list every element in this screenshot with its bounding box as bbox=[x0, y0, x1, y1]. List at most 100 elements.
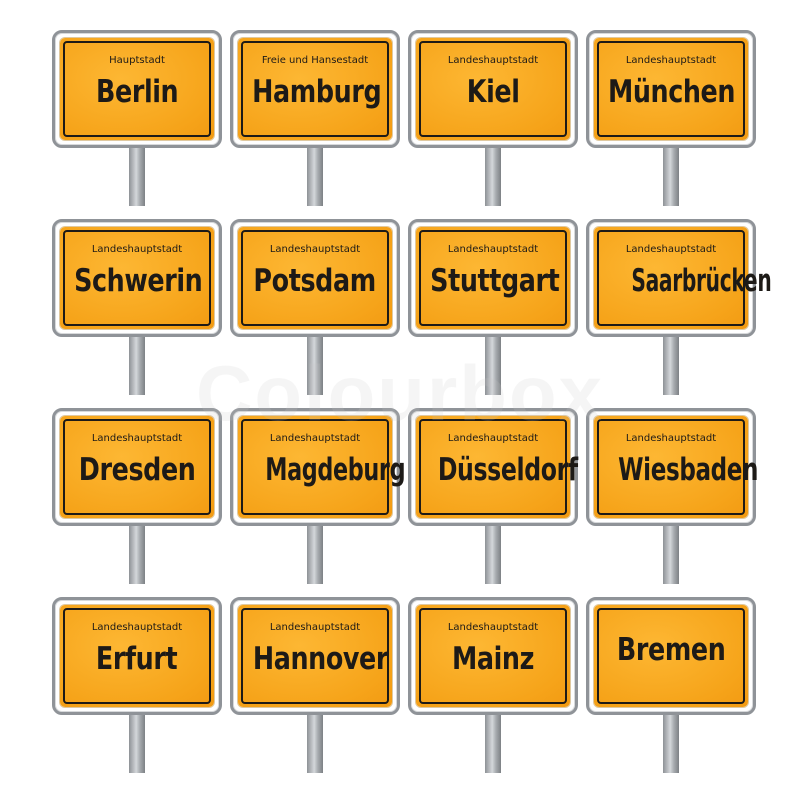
city-sign: Landeshauptstadt Schwerin bbox=[52, 219, 222, 409]
city-name-text: Berlin bbox=[95, 74, 179, 110]
sign-pole bbox=[663, 709, 679, 773]
city-name-text: Schwerin bbox=[74, 263, 203, 299]
city-name-text: Wiesbaden bbox=[618, 452, 759, 488]
city-sign: Landeshauptstadt Mainz bbox=[408, 597, 578, 787]
sign-frame: Landeshauptstadt Saarbrücken bbox=[586, 219, 772, 337]
sign-frame: Landeshauptstadt Schwerin bbox=[52, 219, 222, 337]
city-name-text: Hamburg bbox=[252, 74, 382, 110]
sign-border bbox=[419, 419, 567, 515]
sign-border bbox=[597, 608, 745, 704]
city-name-text: Magdeburg bbox=[265, 452, 406, 488]
sign-frame: Landeshauptstadt Hannover bbox=[230, 597, 400, 715]
sign-plate: Landeshauptstadt München bbox=[594, 38, 748, 140]
sign-frame: Landeshauptstadt Magdeburg bbox=[230, 408, 406, 526]
sign-city-name: Dresden bbox=[60, 452, 214, 488]
sign-subtitle: Landeshauptstadt bbox=[269, 622, 361, 633]
sign-frame: Landeshauptstadt Kiel bbox=[408, 30, 578, 148]
city-sign: Landeshauptstadt Saarbrücken bbox=[586, 219, 772, 409]
sign-pole bbox=[129, 331, 145, 395]
sign-city-name: Schwerin bbox=[60, 263, 214, 299]
sign-border bbox=[419, 608, 567, 704]
city-sign: Landeshauptstadt Kiel bbox=[408, 30, 578, 220]
city-name-text: Saarbrücken bbox=[631, 263, 772, 299]
sign-frame: Landeshauptstadt Wiesbaden bbox=[586, 408, 758, 526]
sign-plate: Bremen bbox=[594, 605, 748, 707]
sign-plate: Landeshauptstadt Schwerin bbox=[60, 227, 214, 329]
sign-plate: Landeshauptstadt Hannover bbox=[238, 605, 392, 707]
sign-pole bbox=[307, 709, 323, 773]
sign-border bbox=[419, 41, 567, 137]
sign-frame: Hauptstadt Berlin bbox=[52, 30, 222, 148]
city-sign: Landeshauptstadt Erfurt bbox=[52, 597, 222, 787]
sign-city-name: Magdeburg bbox=[238, 452, 405, 488]
sign-city-name: Düsseldorf bbox=[416, 452, 578, 488]
sign-city-name: Hannover bbox=[238, 641, 392, 677]
sign-frame: Bremen bbox=[586, 597, 756, 715]
city-sign: Landeshauptstadt Düsseldorf bbox=[408, 408, 578, 598]
sign-city-name: Mainz bbox=[416, 641, 570, 677]
sign-subtitle: Hauptstadt bbox=[109, 55, 165, 66]
sign-plate: Landeshauptstadt Mainz bbox=[416, 605, 570, 707]
sign-plate: Freie und Hansestadt Hamburg bbox=[238, 38, 392, 140]
sign-plate: Landeshauptstadt Saarbrücken bbox=[594, 227, 772, 329]
sign-pole bbox=[485, 709, 501, 773]
sign-frame: Landeshauptstadt Düsseldorf bbox=[408, 408, 578, 526]
sign-subtitle: Landeshauptstadt bbox=[91, 244, 183, 255]
sign-subtitle: Freie und Hansestadt bbox=[261, 55, 369, 66]
sign-subtitle: Landeshauptstadt bbox=[625, 244, 717, 255]
sign-plate: Landeshauptstadt Erfurt bbox=[60, 605, 214, 707]
sign-plate: Landeshauptstadt Wiesbaden bbox=[594, 416, 758, 518]
sign-pole bbox=[307, 520, 323, 584]
city-sign: Hauptstadt Berlin bbox=[52, 30, 222, 220]
sign-plate: Landeshauptstadt Düsseldorf bbox=[416, 416, 578, 518]
sign-frame: Landeshauptstadt Erfurt bbox=[52, 597, 222, 715]
sign-frame: Landeshauptstadt Mainz bbox=[408, 597, 578, 715]
city-name-text: Stuttgart bbox=[430, 263, 560, 299]
sign-city-name: Berlin bbox=[60, 74, 214, 110]
sign-border bbox=[63, 608, 211, 704]
sign-pole bbox=[129, 142, 145, 206]
sign-pole bbox=[485, 142, 501, 206]
city-sign: Landeshauptstadt Wiesbaden bbox=[586, 408, 758, 598]
city-name-text: Bremen bbox=[616, 632, 726, 668]
city-name-text: Dresden bbox=[78, 452, 196, 488]
sign-plate: Landeshauptstadt Kiel bbox=[416, 38, 570, 140]
sign-pole bbox=[663, 520, 679, 584]
city-sign: Bremen bbox=[586, 597, 756, 787]
sign-pole bbox=[485, 331, 501, 395]
sign-border bbox=[241, 608, 389, 704]
sign-city-name: Bremen bbox=[594, 632, 748, 668]
sign-pole bbox=[307, 142, 323, 206]
sign-border bbox=[597, 230, 745, 326]
sign-city-name: München bbox=[594, 74, 748, 110]
sign-plate: Landeshauptstadt Dresden bbox=[60, 416, 214, 518]
city-name-text: Potsdam bbox=[253, 263, 377, 299]
sign-pole bbox=[307, 331, 323, 395]
sign-subtitle: Landeshauptstadt bbox=[447, 622, 539, 633]
city-sign: Landeshauptstadt Magdeburg bbox=[230, 408, 406, 598]
sign-border bbox=[241, 419, 389, 515]
sign-subtitle: Landeshauptstadt bbox=[447, 55, 539, 66]
sign-subtitle: Landeshauptstadt bbox=[269, 433, 361, 444]
sign-plate: Landeshauptstadt Stuttgart bbox=[416, 227, 570, 329]
sign-plate: Hauptstadt Berlin bbox=[60, 38, 214, 140]
sign-subtitle: Landeshauptstadt bbox=[625, 55, 717, 66]
sign-city-name: Potsdam bbox=[238, 263, 392, 299]
sign-frame: Landeshauptstadt Potsdam bbox=[230, 219, 400, 337]
city-name-text: Hannover bbox=[252, 641, 389, 677]
city-name-text: Kiel bbox=[466, 74, 520, 110]
city-sign: Landeshauptstadt Dresden bbox=[52, 408, 222, 598]
city-sign: Landeshauptstadt Potsdam bbox=[230, 219, 400, 409]
sign-city-name: Saarbrücken bbox=[594, 263, 771, 299]
sign-frame: Landeshauptstadt Stuttgart bbox=[408, 219, 578, 337]
sign-city-name: Hamburg bbox=[238, 74, 392, 110]
city-name-text: Erfurt bbox=[96, 641, 178, 677]
sign-border bbox=[63, 230, 211, 326]
sign-pole bbox=[663, 142, 679, 206]
sign-border bbox=[597, 419, 745, 515]
sign-pole bbox=[485, 520, 501, 584]
sign-city-name: Erfurt bbox=[60, 641, 214, 677]
sign-pole bbox=[129, 520, 145, 584]
sign-border bbox=[597, 41, 745, 137]
sign-subtitle: Landeshauptstadt bbox=[625, 433, 717, 444]
